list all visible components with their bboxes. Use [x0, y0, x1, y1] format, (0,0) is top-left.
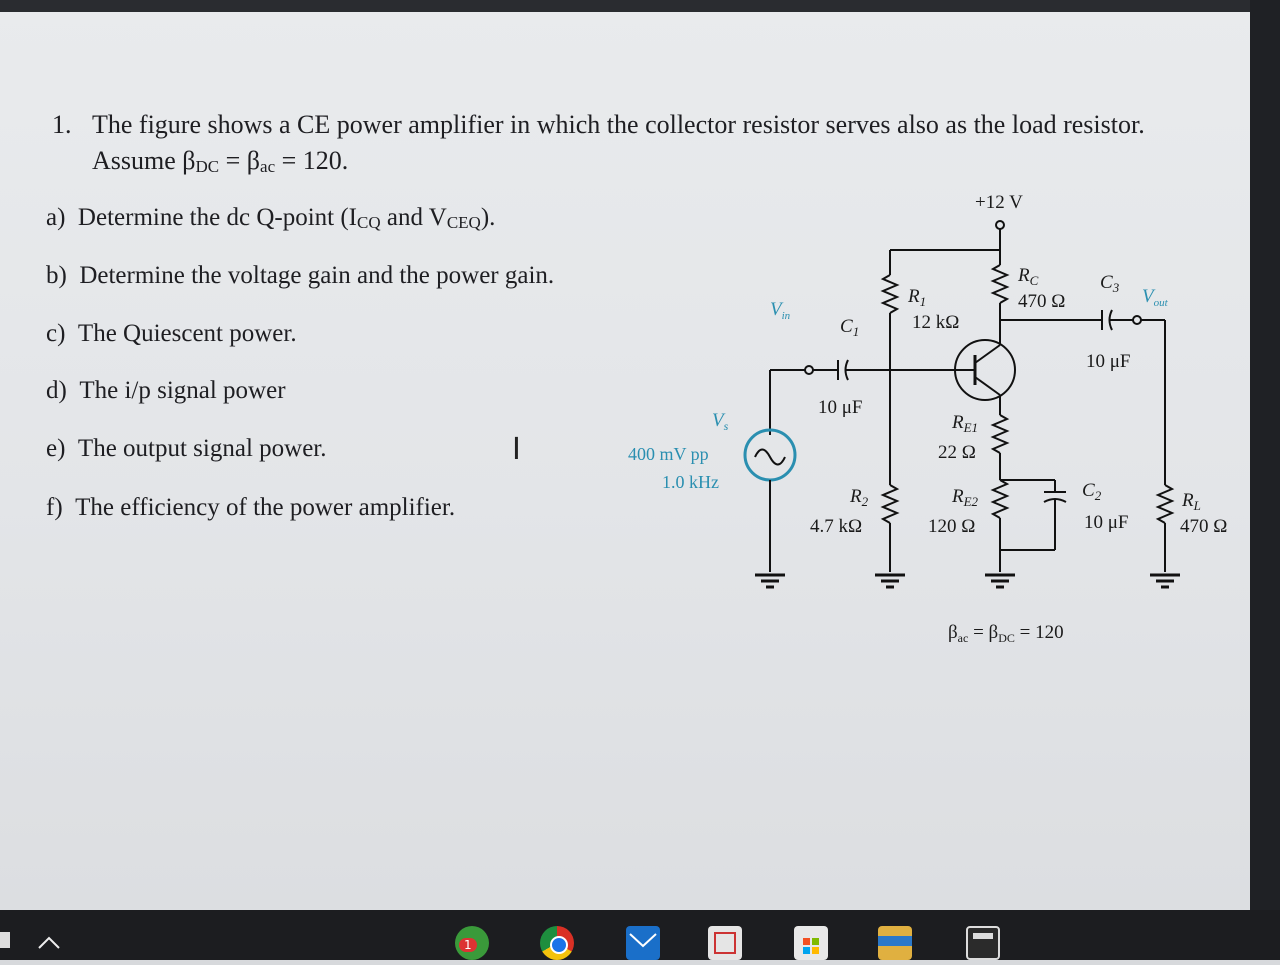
- question-text: The figure shows a CE power amplifier in…: [92, 110, 1145, 139]
- c2-value: 10 μF: [1084, 512, 1129, 533]
- screen-top-bar: [0, 0, 1250, 12]
- part-f: f) The efficiency of the power amplifier…: [46, 494, 456, 521]
- c1-value: 10 μF: [818, 397, 863, 418]
- vs-frequency: 1.0 kHz: [662, 472, 719, 492]
- up-chevron-icon[interactable]: [36, 934, 62, 950]
- rl-value: 470 Ω: [1180, 516, 1227, 537]
- re1-label: RE1: [951, 412, 978, 435]
- vs-label: Vs: [712, 410, 729, 433]
- part-e: e) The output signal power.: [46, 435, 327, 462]
- vcc-label: +12 V: [975, 192, 1023, 213]
- text-cursor-icon: I: [512, 432, 521, 467]
- c1-label: C1: [840, 316, 859, 339]
- r2-value: 4.7 kΩ: [810, 516, 862, 537]
- vin-label: Vin: [770, 299, 791, 322]
- c3-label: C3: [1100, 272, 1120, 295]
- taskbar: 1: [0, 910, 1280, 960]
- re2-label: RE2: [951, 486, 979, 509]
- calculator-icon[interactable]: [966, 926, 1000, 960]
- screen-right-edge: [1250, 0, 1280, 910]
- r1-value: 12 kΩ: [912, 312, 959, 333]
- rc-label: RC: [1017, 265, 1039, 288]
- beta-equation: βac = βDC = 120: [948, 622, 1064, 645]
- part-b: b) Determine the voltage gain and the po…: [46, 262, 555, 289]
- part-a: a) Determine the dc Q-point (ICQ and VCE…: [46, 204, 496, 232]
- photographed-screen: 1. The figure shows a CE power amplifier…: [0, 0, 1280, 910]
- rl-label: RL: [1181, 490, 1201, 513]
- c3-value: 10 μF: [1086, 351, 1131, 372]
- ce-amplifier-circuit: +12 V RC 470 Ω R1 12 kΩ C3 10 μF Vout Vi…: [628, 192, 1227, 645]
- rc-value: 470 Ω: [1018, 291, 1065, 312]
- re2-value: 120 Ω: [928, 516, 975, 537]
- r2-label: R2: [849, 486, 869, 509]
- part-c: c) The Quiescent power.: [46, 320, 297, 347]
- c2-label: C2: [1082, 480, 1102, 503]
- vs-amplitude: 400 mV pp: [628, 444, 709, 464]
- r1-label: R1: [907, 286, 926, 309]
- show-desktop-edge[interactable]: [0, 932, 10, 948]
- store-icon[interactable]: [794, 926, 828, 960]
- store-gift-icon[interactable]: [708, 926, 742, 960]
- question-assumption: Assume βDC = βac = 120.: [92, 146, 349, 176]
- mail-icon[interactable]: [626, 926, 660, 960]
- app-badge-icon[interactable]: 1: [455, 926, 489, 960]
- question-number: 1.: [52, 110, 72, 139]
- vout-label: Vout: [1142, 286, 1169, 309]
- folder-icon[interactable]: [878, 926, 912, 960]
- chrome-icon[interactable]: [540, 926, 574, 960]
- re1-value: 22 Ω: [938, 442, 976, 463]
- part-d: d) The i/p signal power: [46, 377, 286, 404]
